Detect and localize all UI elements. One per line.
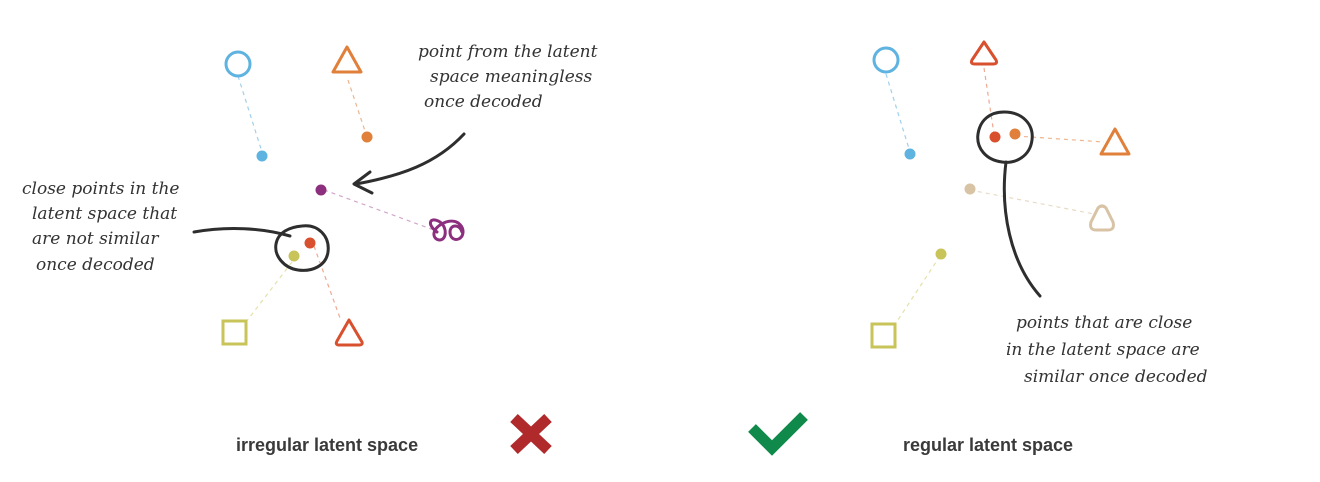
left-panel: point from the latent space meaningless … — [22, 42, 603, 455]
latent-point-red — [304, 237, 316, 249]
latent-point-olive — [935, 248, 947, 260]
decoded-circle-shape — [872, 46, 900, 74]
annotation-pointer-line — [1002, 160, 1042, 298]
annotation-similar-points: points that are close in the latent spac… — [1006, 313, 1208, 387]
decoded-triangle-shape — [1089, 204, 1115, 232]
annotation-line: once decoded — [424, 92, 543, 112]
link-beige — [969, 189, 1095, 215]
annotation-line: once decoded — [36, 255, 155, 275]
arrow-head-icon — [352, 170, 374, 195]
link-orange — [1015, 135, 1105, 143]
latent-point-beige — [964, 183, 976, 195]
decoded-square-shape — [221, 319, 248, 346]
annotation-arrow — [354, 132, 466, 186]
annotation-close-points: close points in the latent space that ar… — [22, 179, 185, 275]
annotation-line: point from the latent — [418, 42, 598, 62]
decoded-triangle-shape — [334, 318, 364, 347]
decoded-square-shape — [870, 322, 897, 349]
annotation-line: close points in the — [22, 179, 179, 199]
annotation-meaningless-point: point from the latent space meaningless … — [418, 42, 603, 112]
cross-mark-icon — [510, 413, 552, 455]
highlight-ring — [976, 110, 1034, 164]
link-olive — [893, 255, 941, 327]
annotation-line: are not similar — [32, 229, 159, 249]
annotation-line: latent space that — [32, 204, 177, 224]
link-blue — [885, 73, 911, 153]
decoded-triangle-shape — [331, 45, 363, 74]
annotation-line: points that are close — [1016, 313, 1192, 333]
link-olive — [245, 261, 293, 323]
latent-point-blue — [904, 148, 916, 160]
annotation-pointer-line — [192, 227, 292, 238]
check-mark-icon — [748, 412, 808, 456]
caption-regular: regular latent space — [903, 435, 1073, 455]
decoded-triangle-shape — [1099, 127, 1131, 156]
right-panel: points that are close in the latent spac… — [748, 40, 1208, 456]
annotation-line: in the latent space are — [1006, 340, 1200, 360]
decoded-swirl-shape — [428, 218, 465, 242]
latent-point-orange — [361, 131, 373, 143]
link-blue — [237, 75, 263, 153]
link-orange — [347, 79, 367, 135]
caption-irregular: irregular latent space — [236, 435, 418, 455]
decoded-triangle-shape — [969, 40, 999, 66]
latent-point-olive — [288, 250, 300, 262]
link-purple — [323, 189, 435, 231]
annotation-line: similar once decoded — [1024, 367, 1208, 387]
annotation-line: space meaningless — [430, 67, 592, 87]
latent-point-orange — [1009, 128, 1021, 140]
latent-point-blue — [256, 150, 268, 162]
decoded-circle-shape — [224, 50, 252, 78]
latent-point-red — [989, 131, 1001, 143]
highlight-ring — [274, 224, 330, 272]
latent-point-purple — [315, 184, 327, 196]
link-red — [983, 67, 995, 135]
